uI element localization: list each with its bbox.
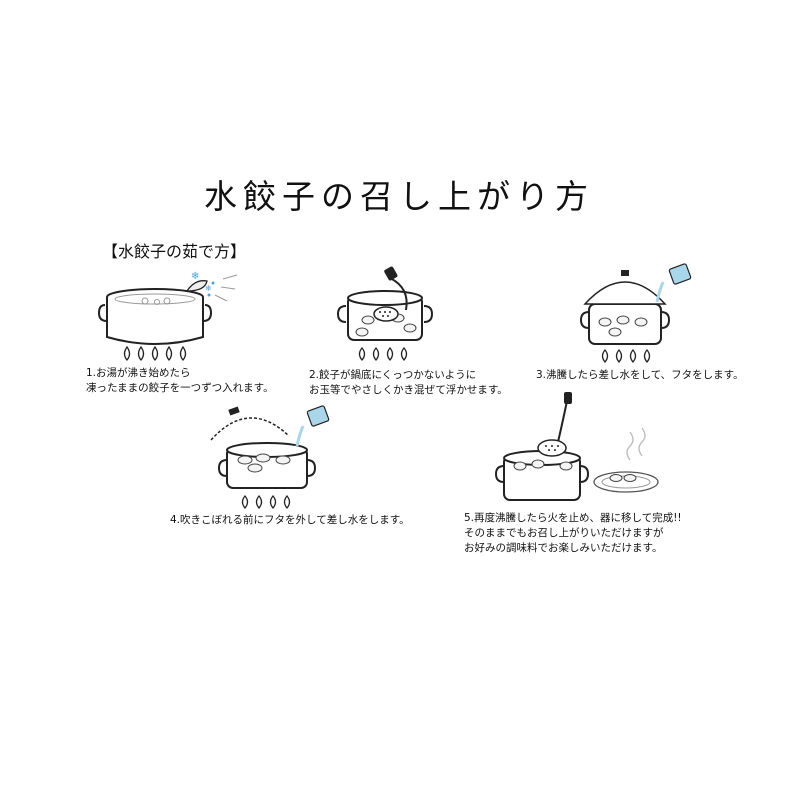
flame-icon bbox=[358, 346, 408, 362]
step-4-caption: 4.吹きこぼれる前にフタを外して差し水をします。 bbox=[170, 514, 410, 526]
lid-icon bbox=[210, 417, 290, 441]
step-5-illustration bbox=[490, 390, 670, 505]
water-cup-icon bbox=[295, 405, 330, 447]
svg-text:❄: ❄ bbox=[191, 271, 199, 282]
snowflake-icon: ❄ ❄ bbox=[191, 271, 215, 297]
step-3-illustration bbox=[575, 260, 705, 365]
ladle-icon bbox=[537, 392, 572, 457]
svg-text:❄: ❄ bbox=[205, 284, 212, 293]
plate-icon bbox=[593, 471, 659, 493]
ladle-icon bbox=[373, 266, 408, 322]
step-2-caption: 2.餃子が鍋底にくっつかないように お玉等でやさしくかき混ぜて浮かせます。 bbox=[309, 369, 508, 396]
step-4-illustration bbox=[205, 400, 345, 510]
pot-icon bbox=[579, 263, 692, 364]
step-1-caption: 1.お湯が沸き始めたら 凍ったままの餃子を一つずつ入れます。 bbox=[86, 367, 274, 394]
flame-icon bbox=[601, 348, 651, 364]
step-2-illustration bbox=[330, 262, 450, 362]
step-3-caption: 3.沸騰したら差し水をして、フタをします。 bbox=[536, 369, 744, 381]
dumpling-icon bbox=[185, 280, 208, 292]
flame-icon bbox=[241, 494, 291, 510]
page-title: 水餃子の召し上がり方 bbox=[204, 177, 594, 216]
lid-icon bbox=[583, 281, 667, 305]
pot-icon: ❄ ❄ bbox=[97, 271, 238, 362]
water-cup-icon bbox=[655, 263, 692, 303]
section-subtitle: 【水餃子の茹で方】 bbox=[102, 242, 247, 261]
flame-icon bbox=[123, 345, 187, 362]
pot-icon bbox=[210, 405, 330, 510]
step-5-caption: 5.再度沸騰したら火を止め、器に移して完成!! そのままでもお召し上がりいただけ… bbox=[464, 512, 682, 554]
pot-icon bbox=[494, 392, 659, 501]
dumpling-icon bbox=[355, 313, 417, 337]
step-1-illustration: ❄ ❄ bbox=[95, 265, 255, 365]
pot-icon bbox=[336, 266, 434, 362]
